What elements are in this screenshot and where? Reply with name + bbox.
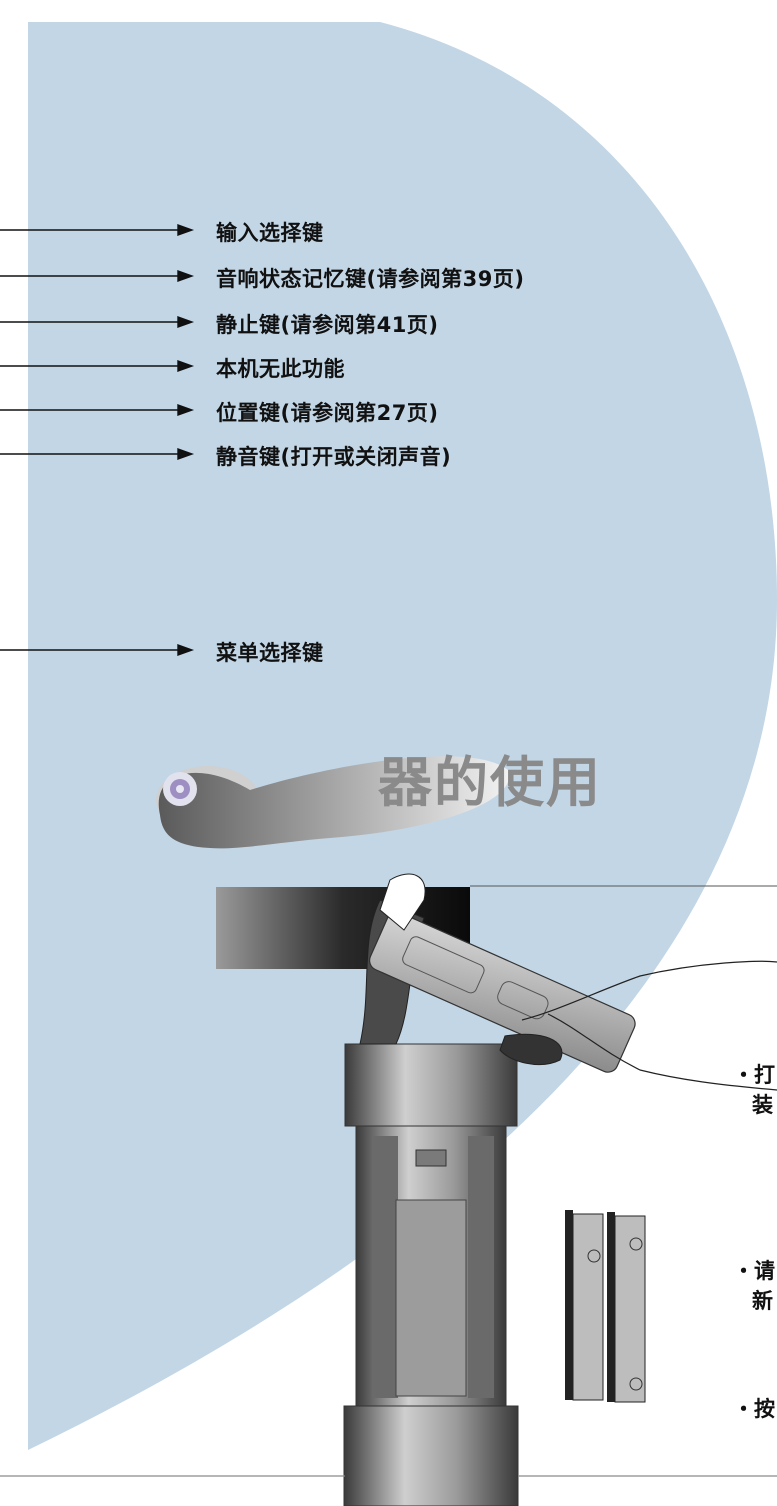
instruction-3-line-1: ・按	[733, 1397, 775, 1421]
batteries-illustration	[565, 1210, 646, 1403]
instruction-1-line-1: ・打	[733, 1063, 775, 1087]
sound-memory-key-label: 音响状态记忆键(请参阅第39页)	[216, 267, 525, 291]
instruction-bullet-1: ・打 装	[733, 1060, 775, 1120]
section-heading: 器的使用	[378, 751, 602, 814]
still-key-label: 静止键(请参阅第41页)	[216, 313, 439, 337]
instruction-bullet-2: ・请 新	[733, 1256, 775, 1316]
no-function-label: 本机无此功能	[216, 357, 345, 381]
hands-with-remote-illustration	[359, 873, 777, 1091]
battery-compartment-illustration	[343, 1043, 519, 1506]
decorative-blob	[156, 756, 510, 849]
position-key-label: 位置键(请参阅第27页)	[216, 401, 439, 425]
input-select-key-label: 输入选择键	[216, 221, 324, 245]
instruction-2-line-2: 新	[752, 1289, 773, 1313]
instruction-bullet-3: ・按	[733, 1394, 775, 1424]
menu-select-key-label: 菜单选择键	[216, 641, 324, 665]
mute-key-label: 静音键(打开或关闭声音)	[216, 445, 452, 469]
instruction-2-line-1: ・请	[733, 1259, 775, 1283]
instruction-1-line-2: 装	[752, 1093, 773, 1117]
blue-background-panel	[28, 22, 777, 1450]
leader-arrows	[0, 224, 195, 656]
